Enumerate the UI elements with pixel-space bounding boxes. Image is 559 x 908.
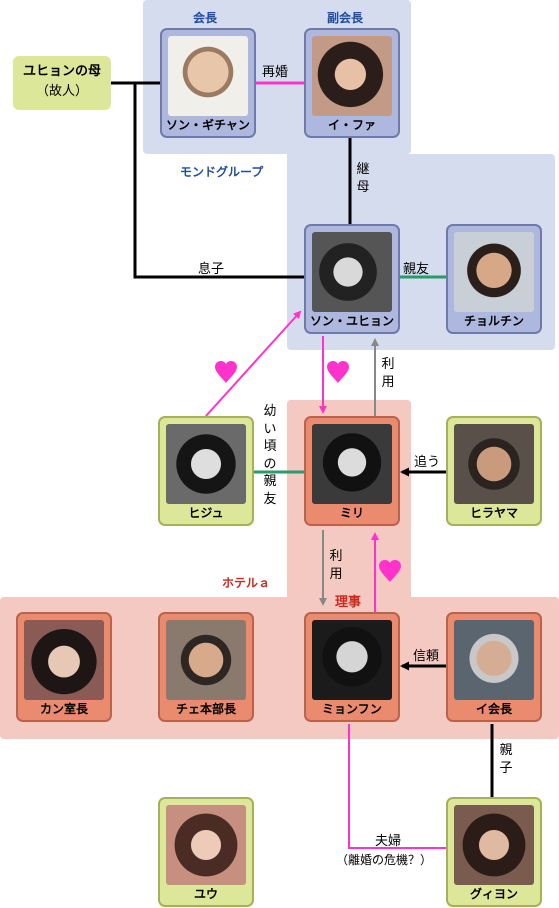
heart-icon (379, 560, 401, 582)
card-yuu[interactable]: ユウ (158, 797, 254, 907)
label-best-friend: 親友 (403, 262, 430, 277)
card-son-gichan[interactable]: ソン・ギチャン (160, 28, 256, 138)
title-director: 理事 (335, 595, 362, 610)
name-yuu: ユウ (193, 887, 218, 901)
card-chorchin[interactable]: チョルチン (446, 224, 542, 334)
name-chorchin: チョルチン (463, 314, 524, 328)
name-i-fa: イ・ファ (327, 118, 376, 132)
card-i-fa[interactable]: イ・ファ (304, 28, 400, 138)
heart-icon (327, 361, 349, 383)
photo-gyon (454, 805, 534, 885)
photo-chorchin (454, 232, 534, 312)
mother-status: （故人） (35, 84, 88, 99)
card-miri[interactable]: ミリ (304, 416, 400, 526)
card-hiju[interactable]: ヒジュ (158, 416, 254, 526)
label-parent-child: 親子 (499, 743, 513, 776)
label-trust: 信頼 (413, 649, 440, 664)
label-divorce-crisis: （離婚の危機？） (336, 853, 433, 867)
yuhyon-mother-box: ユヒョンの母 （故人） (13, 56, 111, 110)
photo-i-fa (312, 36, 392, 116)
label-son: 息子 (198, 262, 225, 277)
name-myonfun: ミョンフン (322, 702, 382, 716)
mother-label: ユヒョンの母 (22, 64, 101, 79)
photo-i-kaicho (454, 620, 534, 700)
photo-myonfun (312, 620, 392, 700)
hiju-love-arrow (205, 310, 302, 417)
card-kan[interactable]: カン室長 (16, 612, 112, 722)
card-hirayama[interactable]: ヒラヤマ (446, 416, 542, 526)
card-myonfun[interactable]: ミョンフン (304, 612, 400, 722)
label-childhood-friend: 幼い頃の親友 (263, 404, 277, 507)
photo-son-gichan (168, 36, 248, 116)
photo-son-yuhyon (312, 232, 392, 312)
name-che: チェ本部長 (175, 702, 236, 716)
photo-miri (312, 424, 392, 504)
photo-yuu (166, 805, 246, 885)
label-remarriage: 再婚 (262, 65, 289, 80)
card-son-yuhyon[interactable]: ソン・ユヒョン (304, 224, 400, 334)
photo-che (166, 620, 246, 700)
name-miri: ミリ (339, 506, 364, 520)
name-son-gichan: ソン・ギチャン (166, 118, 250, 132)
name-hiju: ヒジュ (188, 506, 224, 520)
mother-son-line (111, 81, 304, 279)
card-che[interactable]: チェ本部長 (158, 612, 254, 722)
name-son-yuhyon: ソン・ユヒョン (309, 314, 394, 328)
heart-icon (215, 361, 237, 383)
name-hirayama: ヒラヤマ (469, 506, 518, 520)
name-kan: カン室長 (39, 702, 88, 716)
photo-kan (24, 620, 104, 700)
name-gyon: グィヨン (469, 887, 518, 901)
group-label-hotel: ホテルａ (222, 576, 271, 590)
label-use-myonfun: 利用 (329, 549, 343, 582)
photo-hirayama (454, 424, 534, 504)
card-gyon[interactable]: グィヨン (446, 797, 542, 907)
card-i-kaicho[interactable]: イ会長 (446, 612, 542, 722)
couple-line (348, 724, 446, 849)
group-label-mond: モンドグループ (180, 165, 264, 179)
name-i-kaicho: イ会長 (475, 702, 512, 716)
label-stepmother: 継母 (356, 162, 370, 195)
label-chase: 追う (414, 455, 441, 470)
label-use-yuhyon: 利用 (381, 357, 395, 390)
title-vice-chairman: 副会長 (327, 11, 364, 25)
label-couple: 夫婦 (375, 834, 402, 849)
photo-hiju (166, 424, 246, 504)
title-chairman: 会長 (193, 11, 218, 25)
